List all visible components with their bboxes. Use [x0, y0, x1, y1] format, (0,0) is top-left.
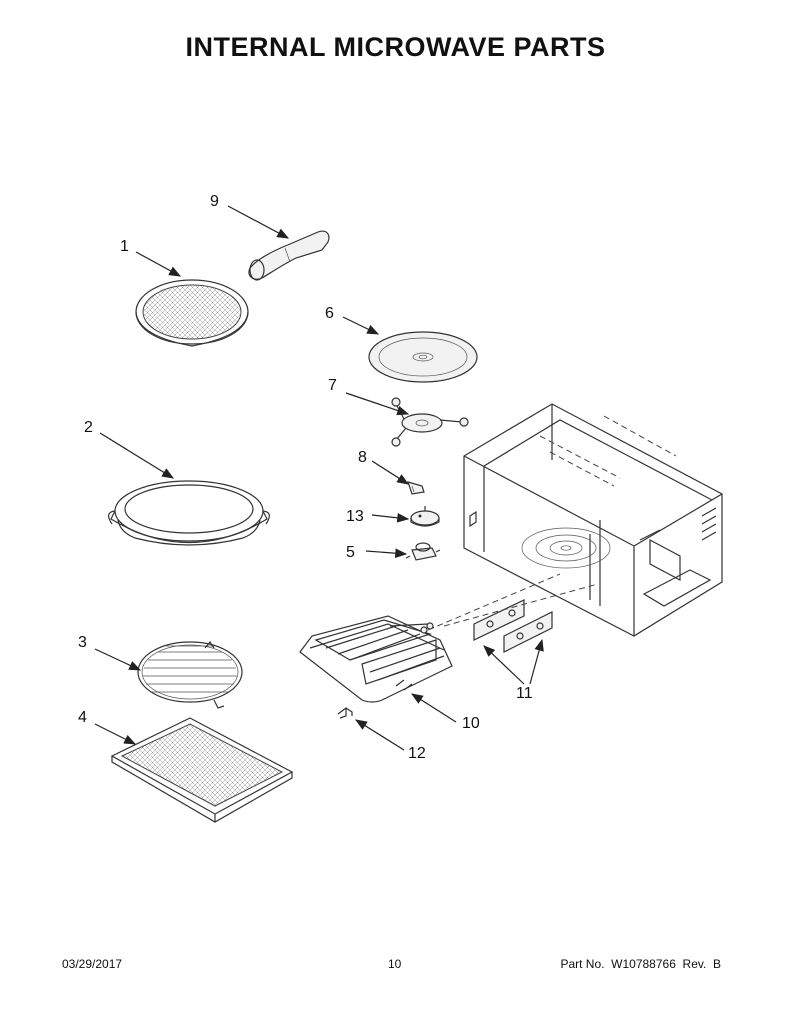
part-6-turntable-tray	[368, 331, 478, 383]
callout-6: 6	[325, 305, 334, 322]
callout-4: 4	[78, 709, 87, 726]
part-10-heating-element	[299, 615, 453, 703]
footer-date: 03/29/2017	[62, 957, 123, 971]
part-2-oval-dish	[108, 480, 270, 546]
part-11-covers	[473, 599, 553, 653]
oven-cavity	[427, 403, 723, 637]
part-9-handle	[248, 230, 330, 281]
callout-9: 9	[210, 193, 219, 210]
callout-5: 5	[346, 544, 355, 561]
part-3-round-rack	[137, 640, 243, 709]
callout-8: 8	[358, 449, 367, 466]
part-8-coupler	[407, 481, 425, 495]
callout-1: 1	[120, 238, 129, 255]
footer-part-number: Part No. W10788766 Rev. B	[560, 957, 721, 971]
callout-10: 10	[462, 715, 480, 732]
callout-13: 13	[346, 508, 364, 525]
page-title: INTERNAL MICROWAVE PARTS	[185, 32, 606, 62]
callout-3: 3	[78, 634, 87, 651]
part-13-motor	[410, 506, 440, 527]
footer-page-number: 10	[388, 957, 402, 971]
part-7-roller-support	[391, 397, 469, 447]
part-12-clip	[337, 707, 353, 719]
part-1-round-crisper-pan	[135, 279, 249, 347]
callout-2: 2	[84, 419, 93, 436]
part-5-component	[405, 542, 441, 561]
part-4-baking-tray	[110, 717, 294, 823]
callout-11: 11	[516, 685, 533, 702]
callout-12: 12	[408, 745, 426, 762]
callout-7: 7	[328, 377, 337, 394]
